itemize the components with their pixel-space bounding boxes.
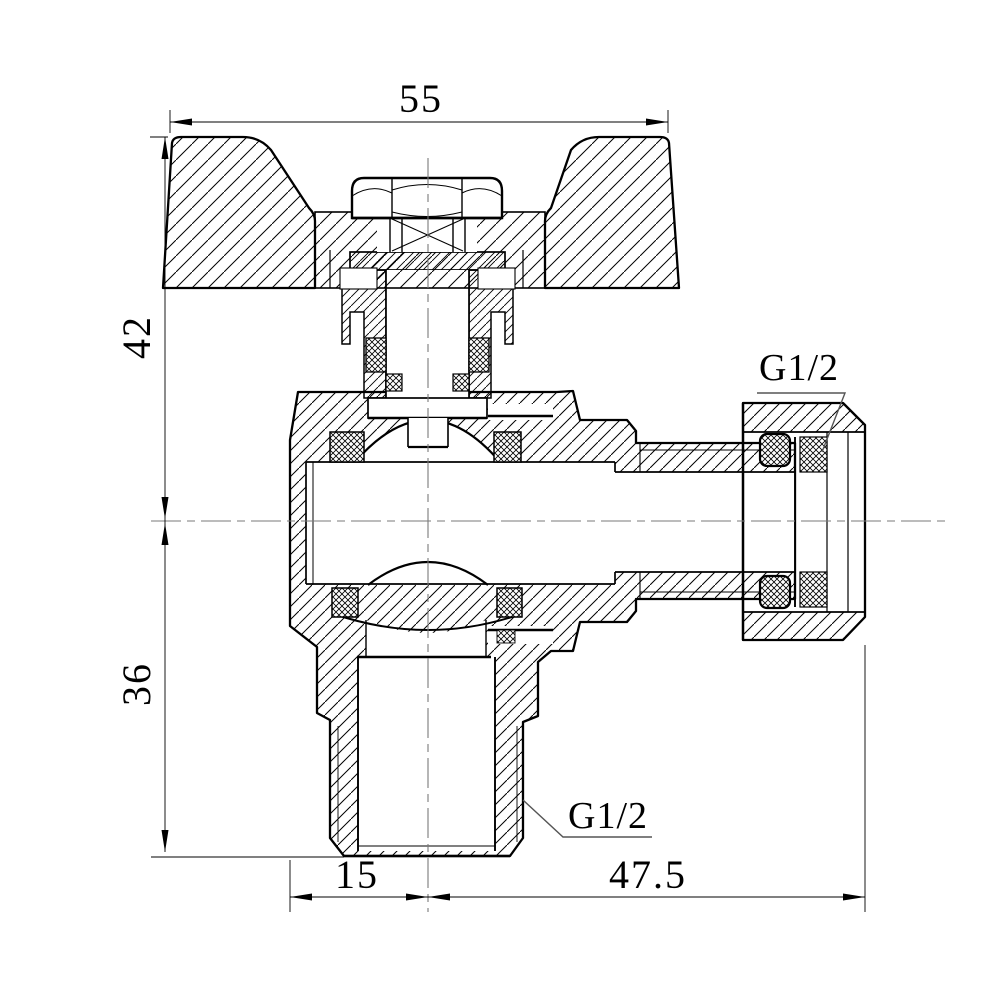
stem-hex-nut <box>350 176 504 220</box>
union-nut <box>741 401 867 642</box>
packing-seal-left <box>365 337 387 373</box>
valve-body <box>288 389 797 858</box>
bottom-bore <box>358 657 495 851</box>
dimension-label-42: 42 <box>114 315 159 359</box>
dimension-label-15: 15 <box>335 852 379 897</box>
stem-oring-left <box>385 373 403 392</box>
union-thread-top <box>799 436 828 473</box>
thread-leaders <box>522 392 847 838</box>
seat-pocket-top <box>488 404 553 420</box>
handle-wing-left <box>161 135 317 290</box>
seat-top-right <box>493 431 522 463</box>
thread-label-right: G1/2 <box>759 347 839 389</box>
seat-bottom-right <box>496 587 523 618</box>
side-bore <box>615 472 795 572</box>
dimension-label-47-5: 47.5 <box>609 852 687 897</box>
union-oring-bottom <box>758 574 792 610</box>
packing-seal-right <box>468 337 490 373</box>
thread-label-bottom: G1/2 <box>568 795 648 837</box>
union-oring-top <box>758 432 792 468</box>
centerlines <box>151 158 950 912</box>
union-thread-bottom <box>799 571 828 608</box>
dimension-label-55: 55 <box>399 76 443 121</box>
dimension-label-36: 36 <box>114 662 159 706</box>
stem-oring-right <box>452 373 470 392</box>
dimension-lines <box>150 110 866 912</box>
seat-top-left <box>329 431 365 463</box>
seat-bottom-left <box>331 587 359 618</box>
flow-chamber <box>306 462 615 584</box>
bottom-thread-lines <box>337 726 518 842</box>
handle-wing-right <box>543 135 681 290</box>
leader-thread-bottom <box>522 799 652 838</box>
ball-seats <box>329 431 523 618</box>
leader-thread-right <box>757 392 847 453</box>
butterfly-handle <box>161 135 681 290</box>
bottom-throat <box>366 620 486 657</box>
dimension-arrows <box>161 118 865 901</box>
